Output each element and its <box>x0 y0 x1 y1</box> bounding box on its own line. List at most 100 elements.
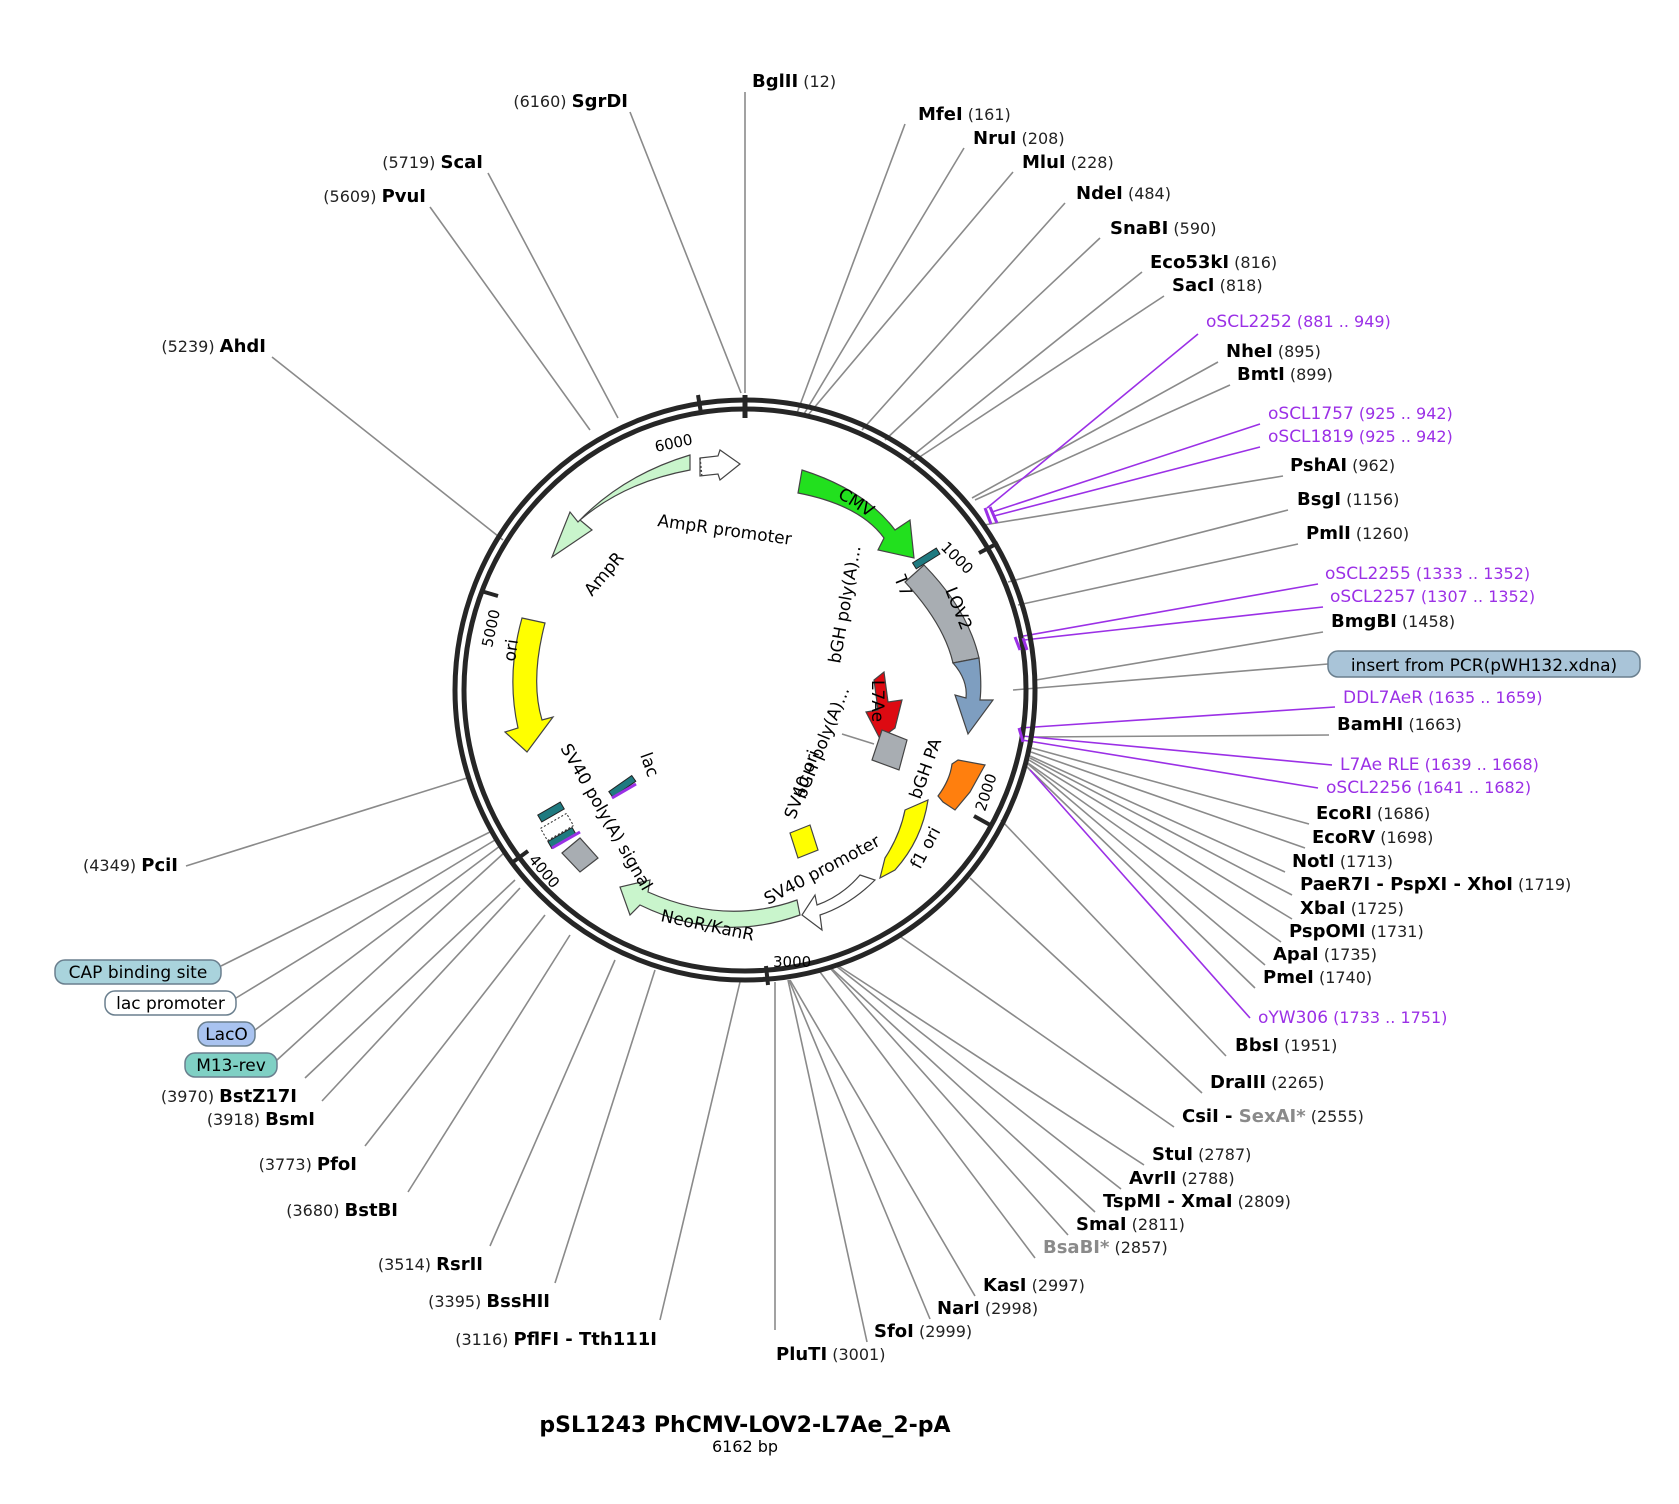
site-leader <box>983 475 1284 526</box>
backbone-outer <box>452 397 1038 983</box>
feature-sv40-polya[interactable] <box>561 837 599 873</box>
feature-pill[interactable] <box>197 1021 256 1047</box>
feature-pill[interactable] <box>54 959 222 985</box>
site-leader <box>659 981 741 1321</box>
site-leader <box>969 877 1203 1094</box>
site-label[interactable]: PaeR7I - PspXI - XhoI (1719) <box>1300 874 1571 895</box>
feature-t7[interactable] <box>911 547 941 570</box>
tick-label-3000: 3000 <box>773 953 811 971</box>
site-label[interactable]: (3680) BstBI <box>286 1200 398 1221</box>
site-label[interactable]: EcoRV (1698) <box>1312 827 1433 848</box>
primer-label[interactable]: oYW306 (1733 .. 1751) <box>1258 1008 1447 1028</box>
site-label[interactable]: DraIII (2265) <box>1210 1072 1324 1093</box>
site-label[interactable]: BmtI (899) <box>1237 364 1333 385</box>
feature-bgh-pa[interactable] <box>937 759 986 811</box>
feature-ampr-promoter[interactable] <box>699 449 742 482</box>
tick-4000 <box>511 849 530 864</box>
site-leader <box>1007 509 1289 583</box>
site-label[interactable]: (3395) BssHII <box>428 1291 550 1312</box>
site-label[interactable]: NruI (208) <box>973 128 1065 149</box>
feature-ori[interactable] <box>503 617 555 753</box>
site-label[interactable]: (5239) AhdI <box>161 336 266 357</box>
feature-ampr[interactable] <box>550 454 691 559</box>
tick-1000 <box>978 541 999 555</box>
feature-lov2-insert[interactable] <box>951 657 995 736</box>
site-label[interactable]: (5719) ScaI <box>382 152 483 173</box>
primer-label[interactable]: oSCL2256 (1641 .. 1682) <box>1326 778 1531 798</box>
feature-bgh-polya[interactable] <box>871 729 908 771</box>
site-label[interactable]: Eco53kI (816) <box>1150 252 1277 273</box>
feature-sv40-ori[interactable] <box>789 824 819 859</box>
site-leader <box>819 971 1036 1259</box>
site-label[interactable]: NdeI (484) <box>1076 183 1171 204</box>
site-label[interactable]: (3116) PflFI - Tth111I <box>455 1329 657 1350</box>
ampr-promoter-dots <box>699 457 703 479</box>
site-label[interactable]: AvrII (2788) <box>1129 1168 1235 1189</box>
feature-neor-kanr[interactable] <box>619 879 801 928</box>
site-label[interactable]: NotI (1713) <box>1292 851 1393 872</box>
site-label[interactable]: SfoI (2999) <box>874 1321 972 1342</box>
site-label[interactable]: (3773) PfoI <box>259 1154 357 1175</box>
site-label[interactable]: NheI (895) <box>1226 341 1321 362</box>
primer-marks <box>983 506 1029 743</box>
feature-pill-leader <box>276 851 506 1061</box>
site-label[interactable]: BsgI (1156) <box>1297 489 1399 510</box>
site-leader <box>884 237 1101 441</box>
site-label[interactable]: (6160) SgrDI <box>513 91 628 112</box>
site-label[interactable]: MluI (228) <box>1022 152 1114 173</box>
feature-cmv[interactable] <box>797 469 915 559</box>
site-label[interactable]: PmeI (1740) <box>1263 967 1372 988</box>
site-label[interactable]: CsiI - SexAI* (2555) <box>1182 1106 1364 1127</box>
feature-pill-leader <box>235 839 496 999</box>
primer-label[interactable]: oSCL2252 (881 .. 949) <box>1206 312 1391 332</box>
feature-pill[interactable] <box>104 990 237 1016</box>
site-label[interactable]: (5609) PvuI <box>323 186 426 207</box>
primer-label[interactable]: oSCL1757 (925 .. 942) <box>1268 404 1453 424</box>
primer-label[interactable]: oSCL2257 (1307 .. 1352) <box>1330 587 1535 607</box>
site-label[interactable]: BmgBI (1458) <box>1331 611 1455 632</box>
site-label[interactable]: MfeI (161) <box>918 104 1011 125</box>
feature-pill-label: insert from PCR(pWH132.xdna) <box>1351 656 1617 676</box>
site-label[interactable]: (3970) BstZ17I <box>161 1086 297 1107</box>
primer-label[interactable]: L7Ae RLE (1639 .. 1668) <box>1340 755 1539 775</box>
plasmid-length: 6162 bp <box>712 1437 778 1456</box>
site-label[interactable]: PspOMI (1731) <box>1289 921 1424 942</box>
site-label[interactable]: PmlI (1260) <box>1306 523 1409 544</box>
site-leader <box>429 206 591 431</box>
site-label[interactable]: PshAI (962) <box>1290 455 1395 476</box>
site-label[interactable]: (3918) BsmI <box>207 1109 315 1130</box>
site-label[interactable]: BamHI (1663) <box>1337 714 1462 735</box>
site-leader <box>1000 819 1227 1057</box>
feature-pill[interactable] <box>1327 650 1641 678</box>
site-label[interactable]: StuI (2787) <box>1152 1144 1251 1165</box>
site-label[interactable]: BsaBI* (2857) <box>1043 1237 1168 1258</box>
site-label[interactable]: NarI (2998) <box>937 1298 1038 1319</box>
leader-bgh-polya-feature <box>841 733 875 745</box>
feature-f1-ori[interactable] <box>879 799 929 880</box>
site-label[interactable]: KasI (2997) <box>983 1275 1085 1296</box>
site-label[interactable]: (3514) RsrII <box>378 1254 483 1275</box>
tick-3000 <box>764 965 770 986</box>
site-label[interactable]: SacI (818) <box>1172 275 1263 296</box>
feature-label-ori: ori <box>500 638 523 663</box>
site-label[interactable]: XbaI (1725) <box>1300 898 1404 919</box>
feature-sv40-promoter[interactable] <box>801 874 877 932</box>
primer-label[interactable]: oSCL2255 (1333 .. 1352) <box>1325 564 1530 584</box>
site-leader <box>861 202 1066 431</box>
primer-label[interactable]: DDL7AeR (1635 .. 1659) <box>1343 688 1542 708</box>
site-label[interactable]: (4349) PciI <box>83 855 178 876</box>
site-label[interactable]: BbsI (1951) <box>1235 1035 1337 1056</box>
site-label[interactable]: BglII (12) <box>752 71 836 92</box>
site-label[interactable]: ApaI (1735) <box>1273 944 1377 965</box>
site-label[interactable]: PluTI (3001) <box>776 1344 885 1365</box>
feature-pill-leader <box>254 845 501 1031</box>
tick-5000 <box>480 589 499 598</box>
feature-label-l7ae: L7Ae <box>867 680 887 722</box>
feature-pill[interactable] <box>184 1052 278 1078</box>
site-label[interactable]: SmaI (2811) <box>1076 1214 1185 1235</box>
site-label[interactable]: TspMI - XmaI (2809) <box>1103 1191 1291 1212</box>
site-label[interactable]: EcoRI (1686) <box>1316 803 1430 824</box>
feature-label-sv40-ori: SV40 ori <box>781 748 824 822</box>
site-label[interactable]: SnaBI (590) <box>1110 218 1216 239</box>
primer-label[interactable]: oSCL1819 (925 .. 942) <box>1268 427 1453 447</box>
